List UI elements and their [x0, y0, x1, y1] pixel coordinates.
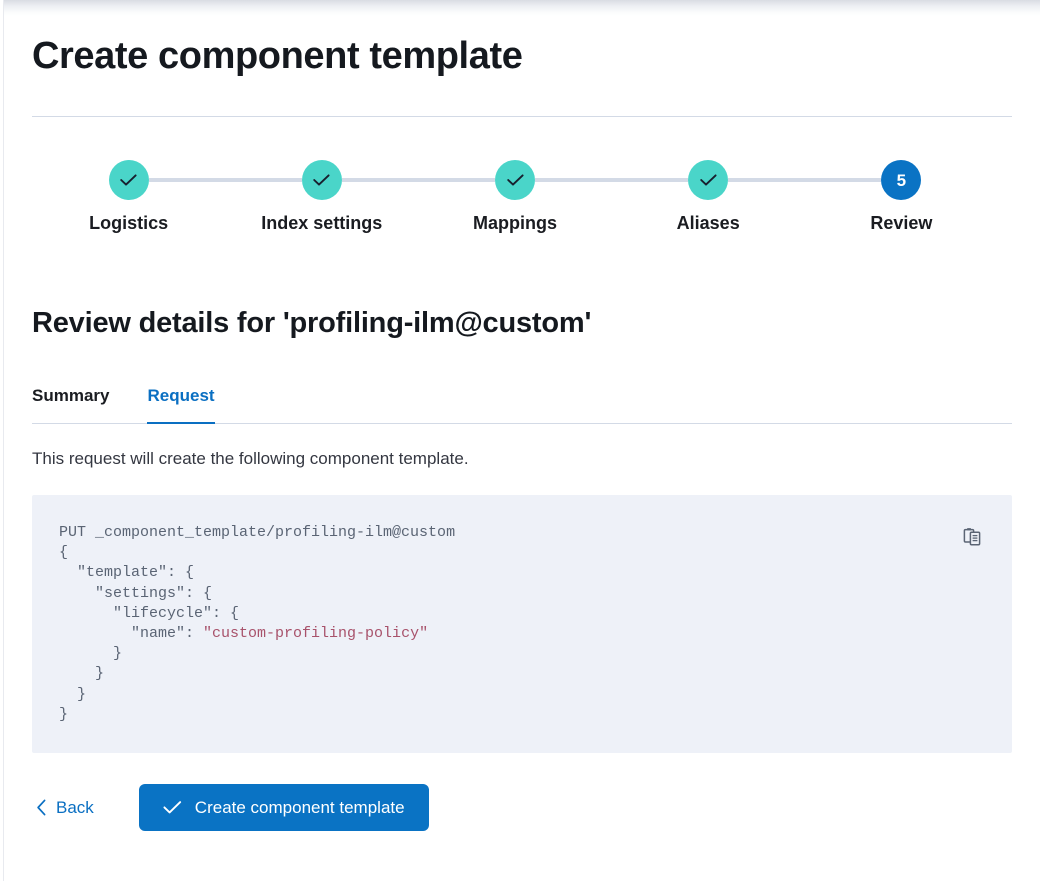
title-divider — [32, 116, 1012, 117]
check-icon — [699, 173, 718, 188]
back-button-label: Back — [56, 797, 94, 817]
check-icon — [506, 173, 525, 188]
left-edge-rail — [0, 0, 4, 881]
window-top-shadow — [0, 0, 1040, 16]
stepper-step-aliases[interactable]: Aliases — [610, 160, 806, 234]
stepper-connector — [728, 178, 882, 182]
check-icon — [163, 800, 182, 815]
stepper-step-marker — [495, 160, 535, 200]
stepper-step-label: Review — [870, 213, 933, 233]
check-icon — [119, 173, 138, 188]
stepper-connector — [148, 178, 302, 182]
stepper-step-marker — [108, 160, 149, 200]
stepper-step-marker — [301, 160, 342, 200]
tab-request[interactable]: Request — [147, 382, 215, 424]
stepper-step-label: Aliases — [676, 213, 740, 233]
request-description: This request will create the following c… — [32, 449, 469, 468]
code-string-value: "custom-profiling-policy" — [203, 625, 429, 643]
stepper-step-label: Mappings — [473, 213, 557, 233]
wizard-footer-actions: Back Create component template — [32, 784, 429, 831]
stepper-connector — [535, 178, 689, 182]
review-heading: Review details for 'profiling-ilm@custom… — [32, 307, 592, 339]
stepper-step-index-settings[interactable]: Index settings — [224, 160, 420, 234]
stepper-step-marker: 5 — [881, 160, 922, 200]
page-title: Create component template — [32, 35, 523, 77]
create-component-template-button[interactable]: Create component template — [138, 784, 429, 831]
stepper-step-logistics[interactable]: Logistics — [31, 160, 227, 234]
stepper-step-number: 5 — [896, 170, 907, 190]
clipboard-copy-icon[interactable] — [960, 523, 986, 549]
request-code-text: PUT _component_template/profiling-ilm@cu… — [59, 524, 456, 723]
create-component-template-button-label: Create component template — [194, 797, 405, 817]
request-code-panel: PUT _component_template/profiling-ilm@cu… — [32, 495, 1012, 753]
check-icon — [312, 173, 331, 188]
stepper-step-marker — [688, 160, 729, 200]
tab-summary[interactable]: Summary — [32, 382, 109, 424]
stepper-step-label: Index settings — [261, 213, 383, 233]
stepper-connector — [341, 178, 495, 182]
stepper-step-label: Logistics — [89, 213, 169, 233]
review-tabs: Summary Request — [32, 382, 1012, 424]
chevron-left-icon — [36, 799, 47, 816]
back-button[interactable]: Back — [32, 791, 98, 825]
stepper-step-mappings[interactable]: Mappings — [417, 160, 613, 234]
